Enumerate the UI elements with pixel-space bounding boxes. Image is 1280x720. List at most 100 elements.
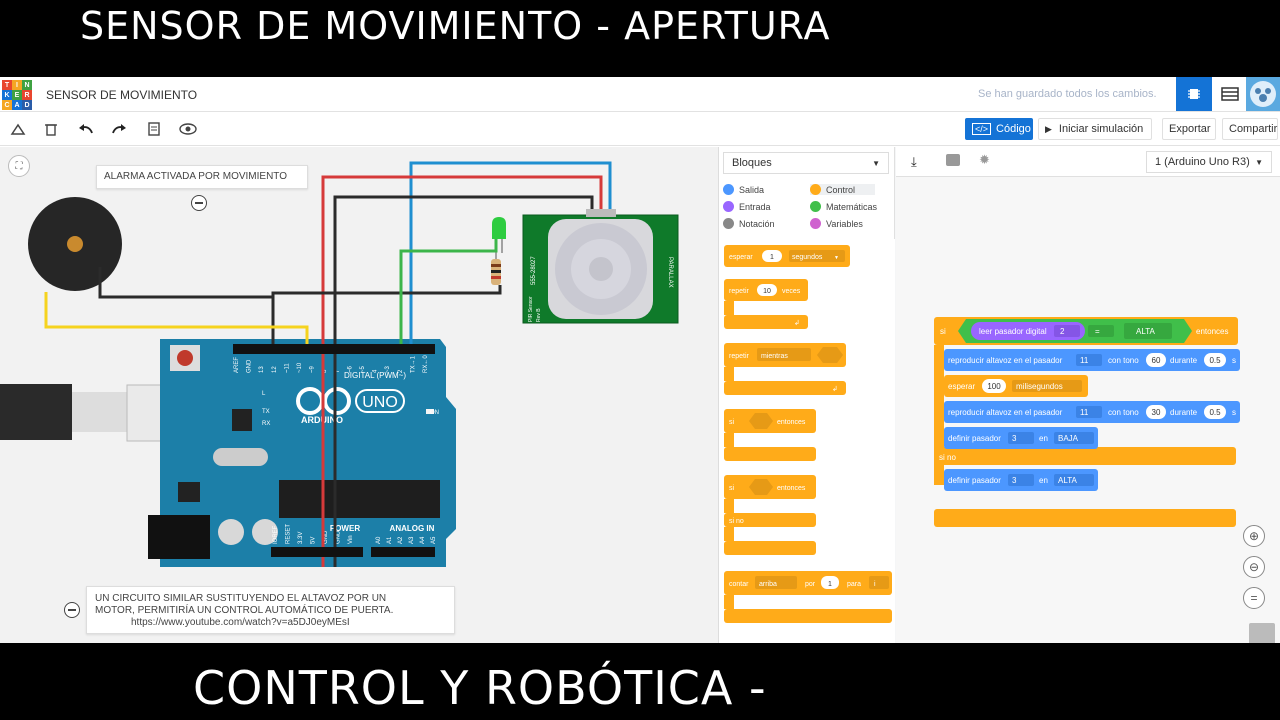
schematic-view-button[interactable] xyxy=(1212,77,1248,111)
palette-wait: esperar xyxy=(729,254,753,261)
category-output[interactable]: Salida xyxy=(723,184,764,195)
rotate-icon xyxy=(10,123,26,135)
avatar-icon xyxy=(1250,81,1276,107)
crystal xyxy=(213,448,268,466)
speaker1-duration: 0.5 xyxy=(1209,356,1221,365)
category-notation[interactable]: Notación xyxy=(723,218,775,229)
trash-icon[interactable] xyxy=(1249,623,1275,643)
operator-value: = xyxy=(1095,327,1100,336)
table-icon xyxy=(1221,87,1239,101)
pin-label: 7 xyxy=(335,369,341,373)
note-toggle-top[interactable] xyxy=(191,195,207,211)
pir-pins xyxy=(586,209,616,217)
minus-icon xyxy=(195,202,203,204)
note-youtube[interactable]: UN CIRCUITO SIMILAR SUSTITUYENDO EL ALTA… xyxy=(86,586,455,634)
debug-icon[interactable]: ✹ xyxy=(979,152,990,167)
undo-icon xyxy=(79,124,93,134)
pir-brand: PARALLAX xyxy=(667,257,673,288)
pin-label: 12 xyxy=(272,366,278,373)
download-icon[interactable]: ⤓ xyxy=(911,154,917,169)
pir-label-1: PIR Sensor xyxy=(528,296,534,322)
on-led xyxy=(426,409,434,414)
block-palette[interactable]: esperar 1 segundos ▼ repetir 10 veces ↲ xyxy=(719,239,895,643)
pin-label: 5V xyxy=(311,537,317,544)
usb-connector xyxy=(72,392,127,432)
undo-button[interactable] xyxy=(75,119,97,139)
category-label: Variables xyxy=(826,218,863,229)
power-label: POWER xyxy=(330,524,360,533)
note-line-2: MOTOR, PERMITIRÍA UN CONTROL AUTOMÁTICO … xyxy=(95,605,394,616)
pin-label: RESET xyxy=(286,524,292,544)
compare-value: ALTA xyxy=(1136,327,1155,336)
redo-icon xyxy=(112,124,126,134)
program-if: si xyxy=(940,327,946,336)
device-select-value: 1 (Arduino Uno R3) xyxy=(1155,156,1250,168)
note-icon xyxy=(148,122,160,136)
power-header xyxy=(271,547,363,557)
category-label: Matemáticas xyxy=(826,201,878,212)
category-input[interactable]: Entrada xyxy=(723,201,771,212)
logo-letter: K xyxy=(2,90,12,100)
rotate-button[interactable] xyxy=(7,119,29,139)
set-low-value: BAJA xyxy=(1058,434,1079,443)
read-pin-value: 2 xyxy=(1060,327,1065,336)
note-link[interactable]: https://www.youtube.com/watch?v=a5DJ0eyM… xyxy=(131,617,350,628)
note-alarm[interactable]: ALARMA ACTIVADA POR MOVIMIENTO xyxy=(96,165,308,189)
analog-header xyxy=(371,547,435,557)
pin-label: 4 xyxy=(373,369,379,373)
eye-icon xyxy=(179,123,197,135)
share-button[interactable]: Compartir xyxy=(1222,118,1278,140)
loop-arrow-icon: ↲ xyxy=(832,385,838,393)
user-avatar[interactable] xyxy=(1246,77,1280,111)
palette-while-mode: mientras xyxy=(761,353,788,360)
palette-by-value: 1 xyxy=(828,581,832,588)
circuit-view-button[interactable] xyxy=(1176,77,1212,111)
palette-if2: si xyxy=(729,485,735,492)
digital-label: DIGITAL (PWM~) xyxy=(344,371,406,380)
zoom-out-button[interactable]: ⊖ xyxy=(1243,556,1265,578)
led-green[interactable] xyxy=(492,217,506,239)
category-math[interactable]: Matemáticas xyxy=(810,201,877,212)
speaker2-duration-label: durante xyxy=(1170,408,1198,417)
code-workspace[interactable]: si leer pasador digital 2 = ALTA entonce… xyxy=(896,177,1280,643)
set-low-pin: 3 xyxy=(1012,434,1017,443)
program-else: si no xyxy=(939,453,956,462)
category-control[interactable]: Control xyxy=(810,184,876,195)
fit-view-button[interactable]: ⛶ xyxy=(8,155,30,177)
top-banner: SENSOR DE MOVIMIENTO - APERTURA xyxy=(0,0,1280,77)
chip-icon xyxy=(1188,89,1200,99)
category-variables[interactable]: Variables xyxy=(810,218,863,229)
edit-toolbar: </> Código ▶ Iniciar simulación Exportar… xyxy=(0,113,1280,146)
zoom-reset-icon: = xyxy=(1250,591,1258,605)
pin-label: ~9 xyxy=(310,365,316,373)
palette-repeat-value: 10 xyxy=(763,288,771,295)
speaker1-duration-label: durante xyxy=(1170,356,1198,365)
pin-label: ~5 xyxy=(360,365,366,373)
circuit-canvas[interactable]: ⛶ UN xyxy=(0,147,718,643)
chevron-down-icon: ▼ xyxy=(834,255,839,261)
delete-button[interactable] xyxy=(40,119,62,139)
start-simulation-button[interactable]: ▶ Iniciar simulación xyxy=(1038,118,1152,140)
notes-button[interactable] xyxy=(143,119,165,139)
blocks-mode-select[interactable]: Bloques ▼ xyxy=(723,152,889,174)
visibility-button[interactable] xyxy=(177,119,199,139)
trash-icon xyxy=(45,124,57,136)
project-title[interactable]: SENSOR DE MOVIMIENTO xyxy=(46,88,198,102)
logo-letter: C xyxy=(2,100,12,110)
category-label: Control xyxy=(826,184,856,195)
logo-letter: T xyxy=(2,80,12,90)
export-button[interactable]: Exportar xyxy=(1162,118,1216,140)
upload-icon[interactable] xyxy=(946,154,960,166)
note-toggle-bottom[interactable] xyxy=(64,602,80,618)
palette-for-var: i xyxy=(874,581,876,588)
bottom-banner: CONTROL Y ROBÓTICA - xyxy=(0,643,1280,720)
redo-button[interactable] xyxy=(108,119,130,139)
code-button[interactable]: </> Código xyxy=(965,118,1033,140)
tinkercad-logo[interactable]: T I N K E R C A D xyxy=(2,80,32,110)
zoom-reset-button[interactable]: = xyxy=(1243,587,1265,609)
device-select[interactable]: 1 (Arduino Uno R3) ▼ xyxy=(1146,151,1272,173)
reset-button[interactable] xyxy=(177,350,193,366)
zoom-in-button[interactable]: ⊕ xyxy=(1243,525,1265,547)
wires xyxy=(44,161,612,567)
